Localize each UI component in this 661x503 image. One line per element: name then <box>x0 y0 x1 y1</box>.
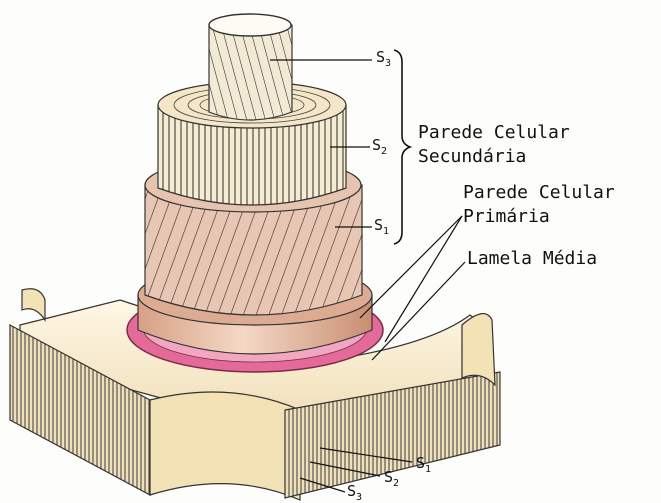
s1-top-label: S1 <box>374 218 389 237</box>
secondary-wall-brace <box>394 50 410 244</box>
secondary-wall-label-line1: Parede Celular <box>418 124 570 142</box>
s2-bottom-label: S2 <box>384 470 399 489</box>
primary-wall-label-line1: Parede Celular <box>463 184 615 202</box>
s3-top-label: S3 <box>376 50 391 69</box>
middle-lamella-label: Lamela Média <box>467 250 597 268</box>
primary-wall-label-line2: Primária <box>463 208 550 226</box>
s2-top-label: S2 <box>372 138 387 157</box>
left-corner-curl <box>22 289 45 320</box>
s3-bottom-label: S3 <box>347 484 362 503</box>
secondary-wall-label-line2: Secundária <box>418 148 526 166</box>
lumen-opening <box>209 14 291 36</box>
s1-bottom-label: S1 <box>416 456 431 475</box>
s3-cylinder <box>209 25 292 120</box>
right-corner-curl <box>462 314 495 385</box>
base-curved-cut <box>150 392 300 500</box>
